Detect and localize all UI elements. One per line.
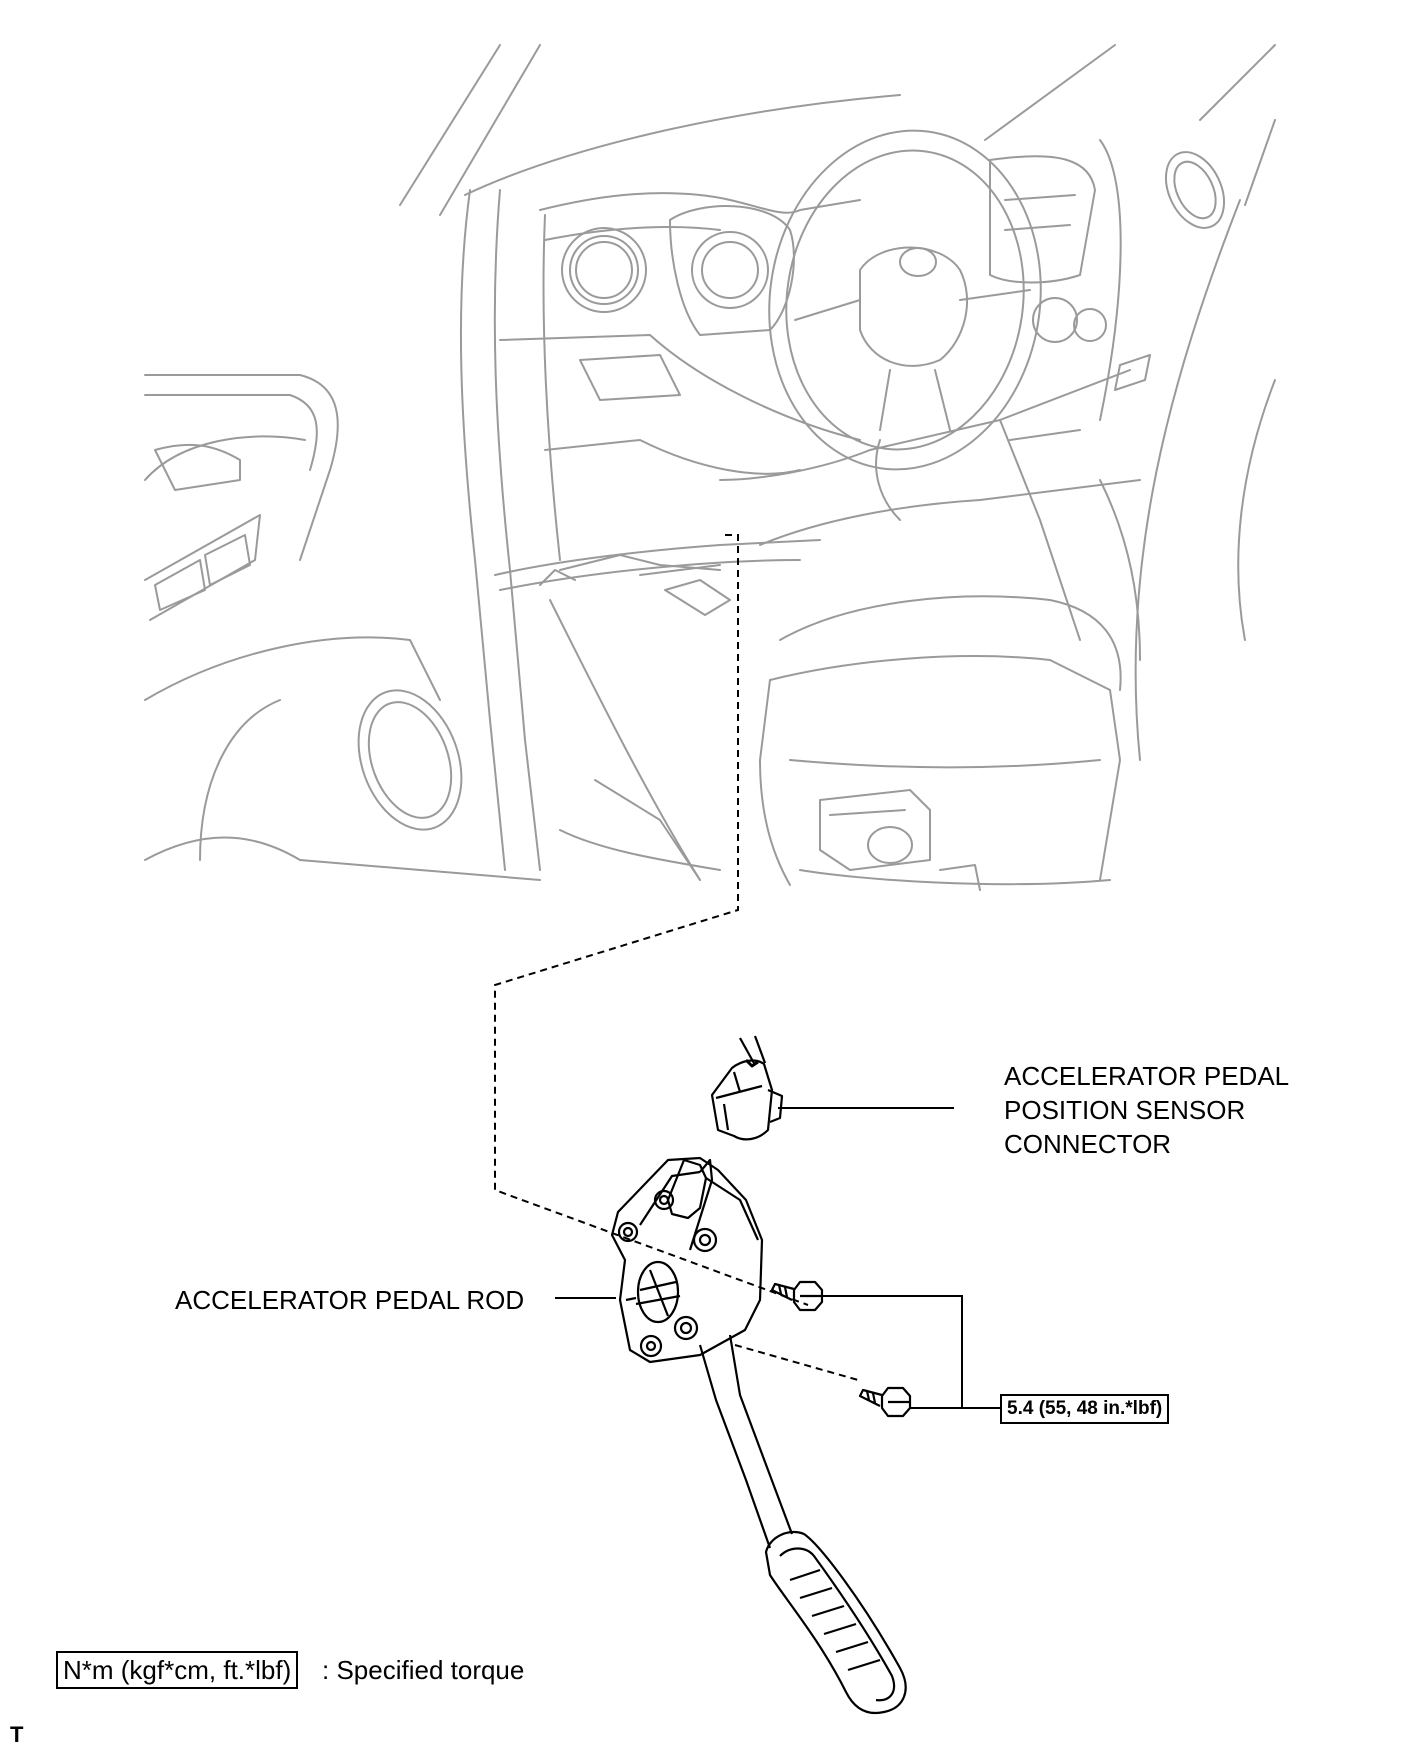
corner-mark: T (10, 1722, 24, 1747)
leader-lines (555, 1107, 1000, 1409)
legend-description: : Specified torque (322, 1655, 525, 1685)
sensor-connector-label-line-1: ACCELERATOR PEDAL (1004, 1061, 1290, 1091)
location-leader-dashed (494, 534, 859, 1381)
sensor-connector-label-line-3: CONNECTOR (1004, 1129, 1172, 1159)
bolt-lower (858, 1386, 912, 1418)
vehicle-interior-sketch (144, 44, 1276, 891)
torque-spec-box: 5.4 (55, 48 in.*lbf) (1000, 1394, 1170, 1424)
pedal-rod-label: ACCELERATOR PEDAL ROD (175, 1285, 525, 1315)
legend-unit-box: N*m (kgf*cm, ft.*lbf) (56, 1651, 299, 1689)
sensor-connector-label: ACCELERATOR PEDAL POSITION SENSOR CONNEC… (1004, 1059, 1289, 1161)
accelerator-pedal-assembly (610, 1156, 907, 1715)
sensor-connector-label-line-2: POSITION SENSOR (1004, 1095, 1246, 1125)
bolt-upper (770, 1280, 824, 1312)
sensor-connector-part (710, 1035, 784, 1141)
